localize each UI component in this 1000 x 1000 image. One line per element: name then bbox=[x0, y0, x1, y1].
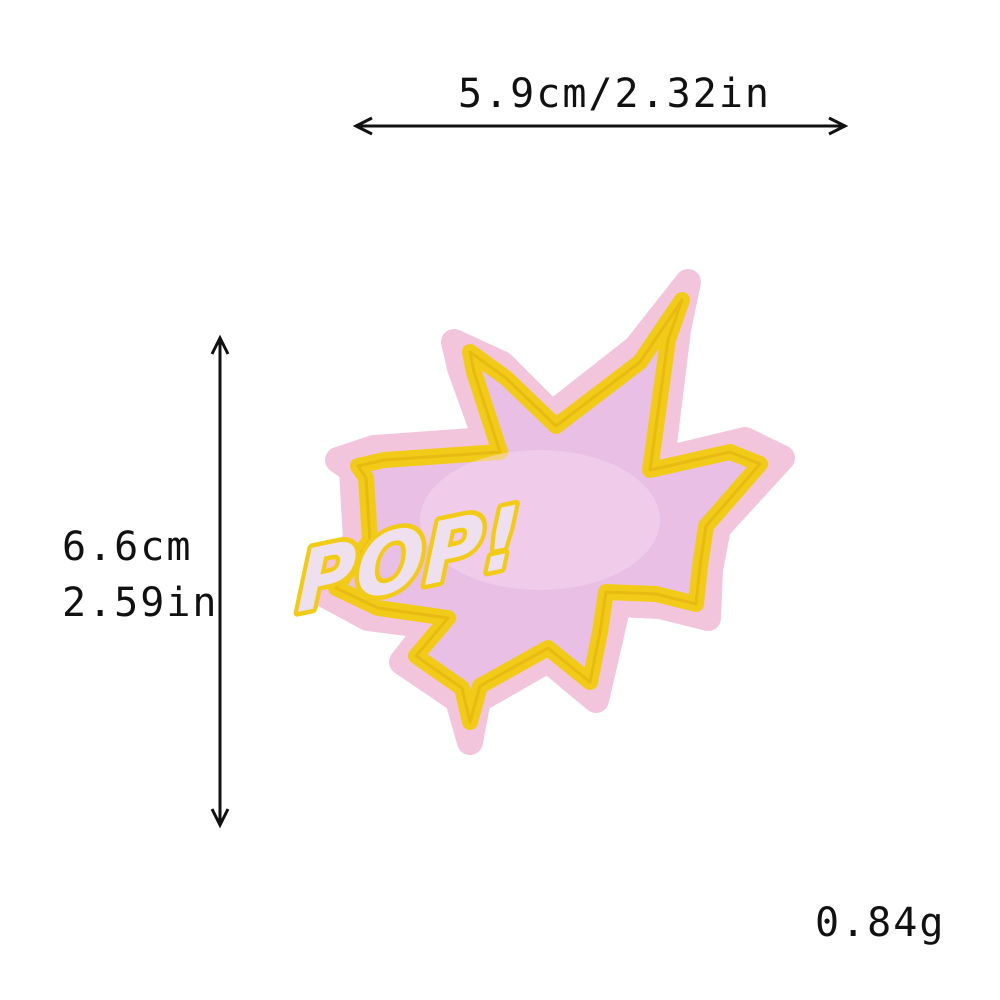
double-arrow-horizontal-icon bbox=[352, 116, 849, 136]
width-measurement-label: 5.9cm/2.32in bbox=[458, 71, 771, 117]
height-measurement-cm-label: 6.6cm bbox=[62, 524, 193, 570]
double-arrow-vertical-icon bbox=[210, 334, 230, 829]
patch-border-shadow bbox=[334, 298, 762, 724]
height-measurement-in-label: 2.59in bbox=[62, 580, 219, 626]
weight-label: 0.84g bbox=[815, 900, 946, 946]
pop-patch: POP! bbox=[291, 269, 795, 755]
